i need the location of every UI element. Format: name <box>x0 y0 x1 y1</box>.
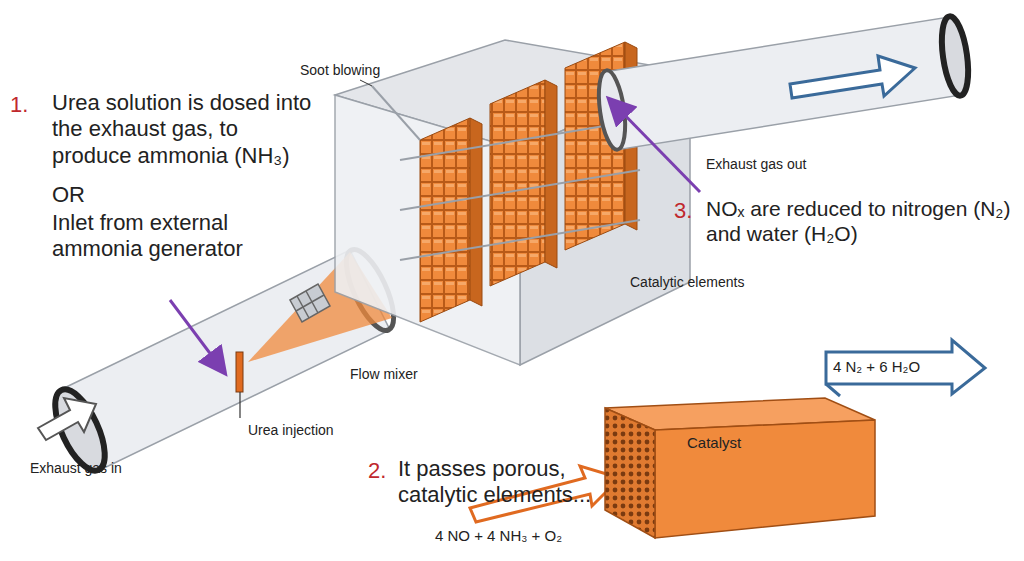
step-text: Inlet from external ammonia generator <box>52 210 292 263</box>
flow-arrow <box>38 398 96 440</box>
reaction-formula: 4 N₂ + 6 H₂O <box>833 358 951 376</box>
callout-number: 1. <box>10 92 50 118</box>
callout-number: 2. <box>368 458 398 484</box>
callout-number: 3. <box>674 198 704 224</box>
part-label: Exhaust gas out <box>706 156 856 173</box>
flow-arrow <box>826 340 985 394</box>
reaction-formula: 4 NO + 4 NH₃ + O₂ <box>435 527 615 545</box>
flow-arrow <box>826 384 840 396</box>
injector <box>236 352 243 392</box>
part-label: Soot blowing <box>300 62 420 79</box>
pointer-arrow <box>170 300 224 372</box>
catalytic-elements <box>420 42 637 322</box>
leader-line <box>360 80 372 86</box>
pointer-arrow <box>610 100 700 192</box>
step-text: It passes porous, catalytic elements... <box>398 456 598 509</box>
flow-mixer <box>290 284 330 322</box>
flow-arrow <box>790 56 915 98</box>
catalyst-block: Catalyst <box>595 390 885 545</box>
step-text: NOₓ are reduced to nitrogen (N₂) and wat… <box>706 196 1018 246</box>
step-text: Urea solution is dosed into the exhaust … <box>52 90 320 169</box>
part-label: Urea injection <box>248 422 378 439</box>
outlet-pipe <box>595 15 973 152</box>
node-text: Catalyst <box>687 434 741 451</box>
part-label: Catalytic elements <box>630 274 790 291</box>
step-text: OR <box>52 182 112 208</box>
catalyst-shape <box>595 390 885 545</box>
part-label: Exhaust gas in <box>30 460 170 477</box>
leader-line <box>239 392 240 418</box>
part-label: Flow mixer <box>350 366 460 383</box>
